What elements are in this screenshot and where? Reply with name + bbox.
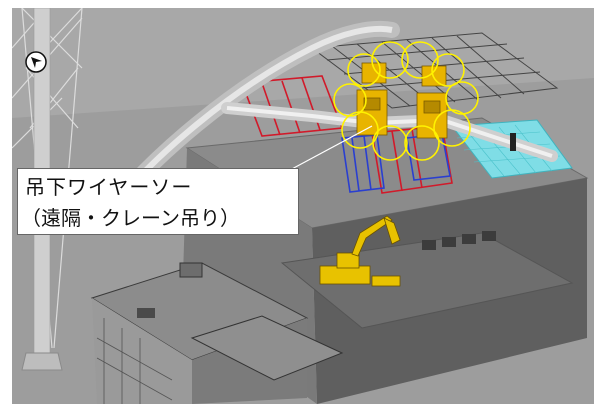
deck-openings — [422, 231, 496, 250]
annex-facade-grid — [96, 318, 173, 404]
wire-saw-right — [416, 65, 448, 139]
roof-box — [137, 308, 155, 318]
pipe-flange — [510, 133, 516, 151]
north-arrow-icon — [25, 51, 47, 73]
callout-line-1: 吊下ワイヤーソー — [25, 175, 193, 199]
plant-3d-scene — [12, 8, 594, 404]
callout-line-2: （遠隔・クレーン吊り） — [21, 206, 240, 230]
roof-unit — [179, 262, 203, 278]
excavator — [319, 215, 401, 287]
annex2-building-roof — [190, 315, 344, 381]
highlight-cloud — [333, 41, 479, 161]
leader-line — [289, 125, 373, 171]
callout-box: 吊下ワイヤーソー （遠隔・クレーン吊り） — [17, 168, 299, 235]
chimney-base — [21, 352, 63, 371]
